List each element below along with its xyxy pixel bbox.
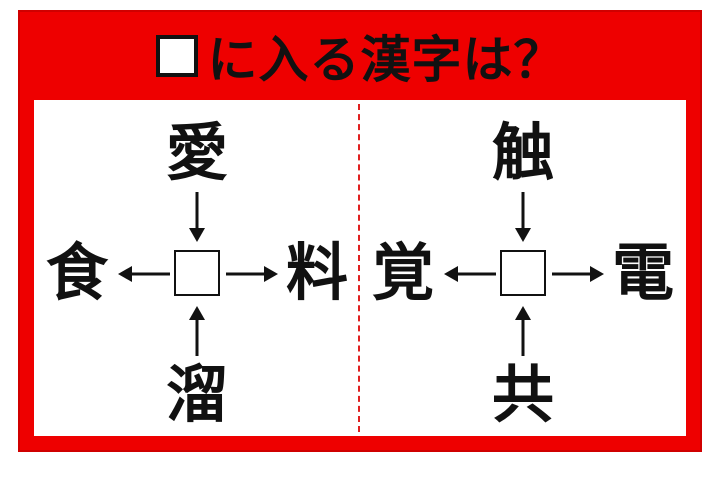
arrow-right-icon	[552, 264, 606, 284]
puzzle-right: 触 覚 電 共	[360, 100, 686, 436]
arrow-left-icon	[442, 264, 496, 284]
title-text: に入る漢字は？	[207, 31, 565, 89]
kanji-bottom: 共	[491, 358, 554, 431]
dashed-divider	[358, 104, 360, 432]
arrow-up-icon	[513, 304, 533, 356]
answer-box[interactable]	[174, 250, 220, 296]
kanji-left: 食	[45, 236, 108, 309]
kanji-top: 触	[491, 116, 554, 189]
puzzle-title: に入る漢字は？	[20, 20, 700, 92]
kanji-left: 覚	[371, 236, 434, 309]
kanji-top: 愛	[165, 116, 228, 189]
arrow-up-icon	[187, 304, 207, 356]
arrow-left-icon	[116, 264, 170, 284]
answer-box[interactable]	[500, 250, 546, 296]
arrow-down-icon	[187, 192, 207, 244]
arrow-right-icon	[226, 264, 280, 284]
kanji-bottom: 溜	[165, 358, 228, 431]
kanji-right: 電	[611, 236, 674, 309]
kanji-right: 料	[285, 236, 348, 309]
blank-square-icon	[155, 35, 198, 77]
puzzle-panel-area: 愛 食 料 溜	[34, 100, 686, 436]
puzzle-left: 愛 食 料 溜	[34, 100, 360, 436]
arrow-down-icon	[513, 192, 533, 244]
puzzle-frame: に入る漢字は？ 愛 食 料 溜	[18, 10, 702, 452]
